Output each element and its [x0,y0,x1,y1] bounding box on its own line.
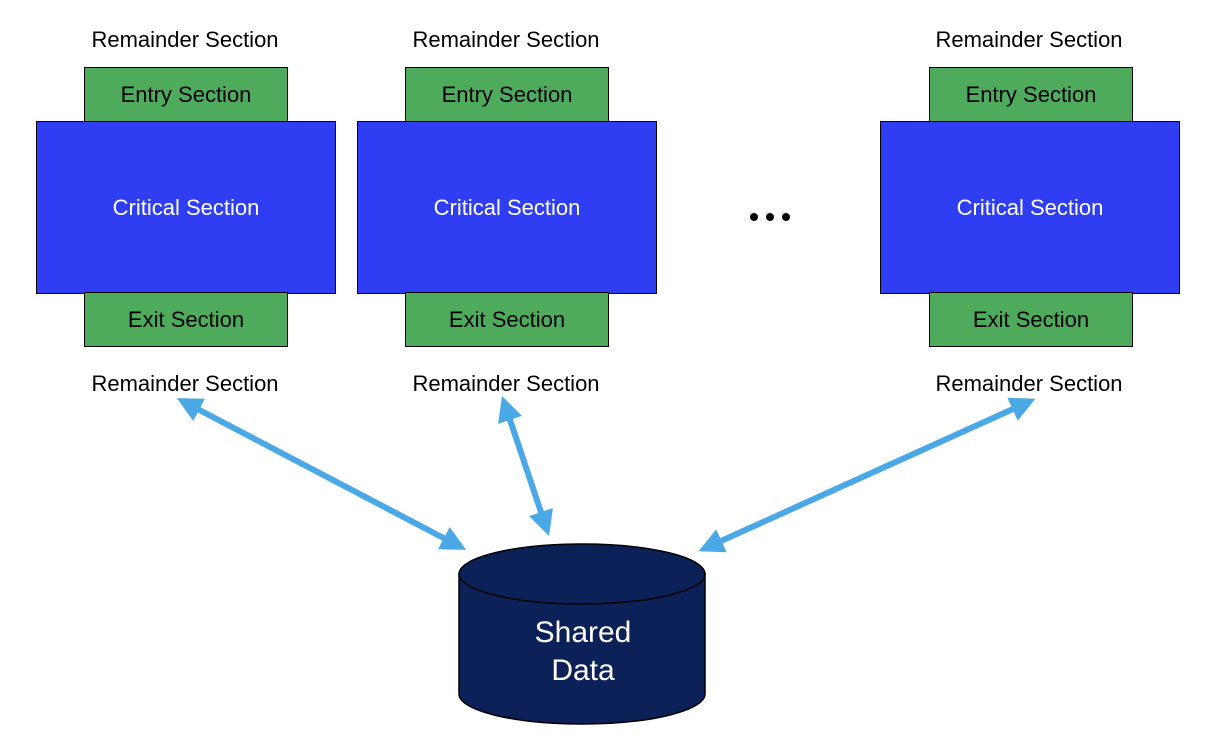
exit-section-3: Exit Section [929,292,1133,347]
exit-section-1: Exit Section [84,292,288,347]
exit-section-2: Exit Section [405,292,609,347]
arrow-process-2-shared-data [498,396,553,536]
remainder-section-top-3: Remainder Section [935,27,1123,52]
arrow-process-3-shared-data [698,397,1036,553]
remainder-section-top-2: Remainder Section [412,27,600,52]
ellipsis-icon [750,213,790,221]
entry-section-1: Entry Section [84,67,288,122]
remainder-section-top-1: Remainder Section [91,27,279,52]
entry-section-2: Entry Section [405,67,609,122]
shared-data-label-line1: Shared [534,616,632,649]
critical-section-3: Critical Section [880,121,1180,294]
remainder-section-bottom-1: Remainder Section [91,371,279,396]
shared-data-label: Shared Data [460,614,706,690]
shared-data-cylinder [458,543,706,725]
critical-section-2: Critical Section [357,121,657,294]
remainder-section-bottom-3: Remainder Section [935,371,1123,396]
arrow-process-1-shared-data [176,398,467,550]
critical-section-1: Critical Section [36,121,336,294]
remainder-section-bottom-2: Remainder Section [412,371,600,396]
shared-data-label-line2: Data [551,654,615,687]
entry-section-3: Entry Section [929,67,1133,122]
